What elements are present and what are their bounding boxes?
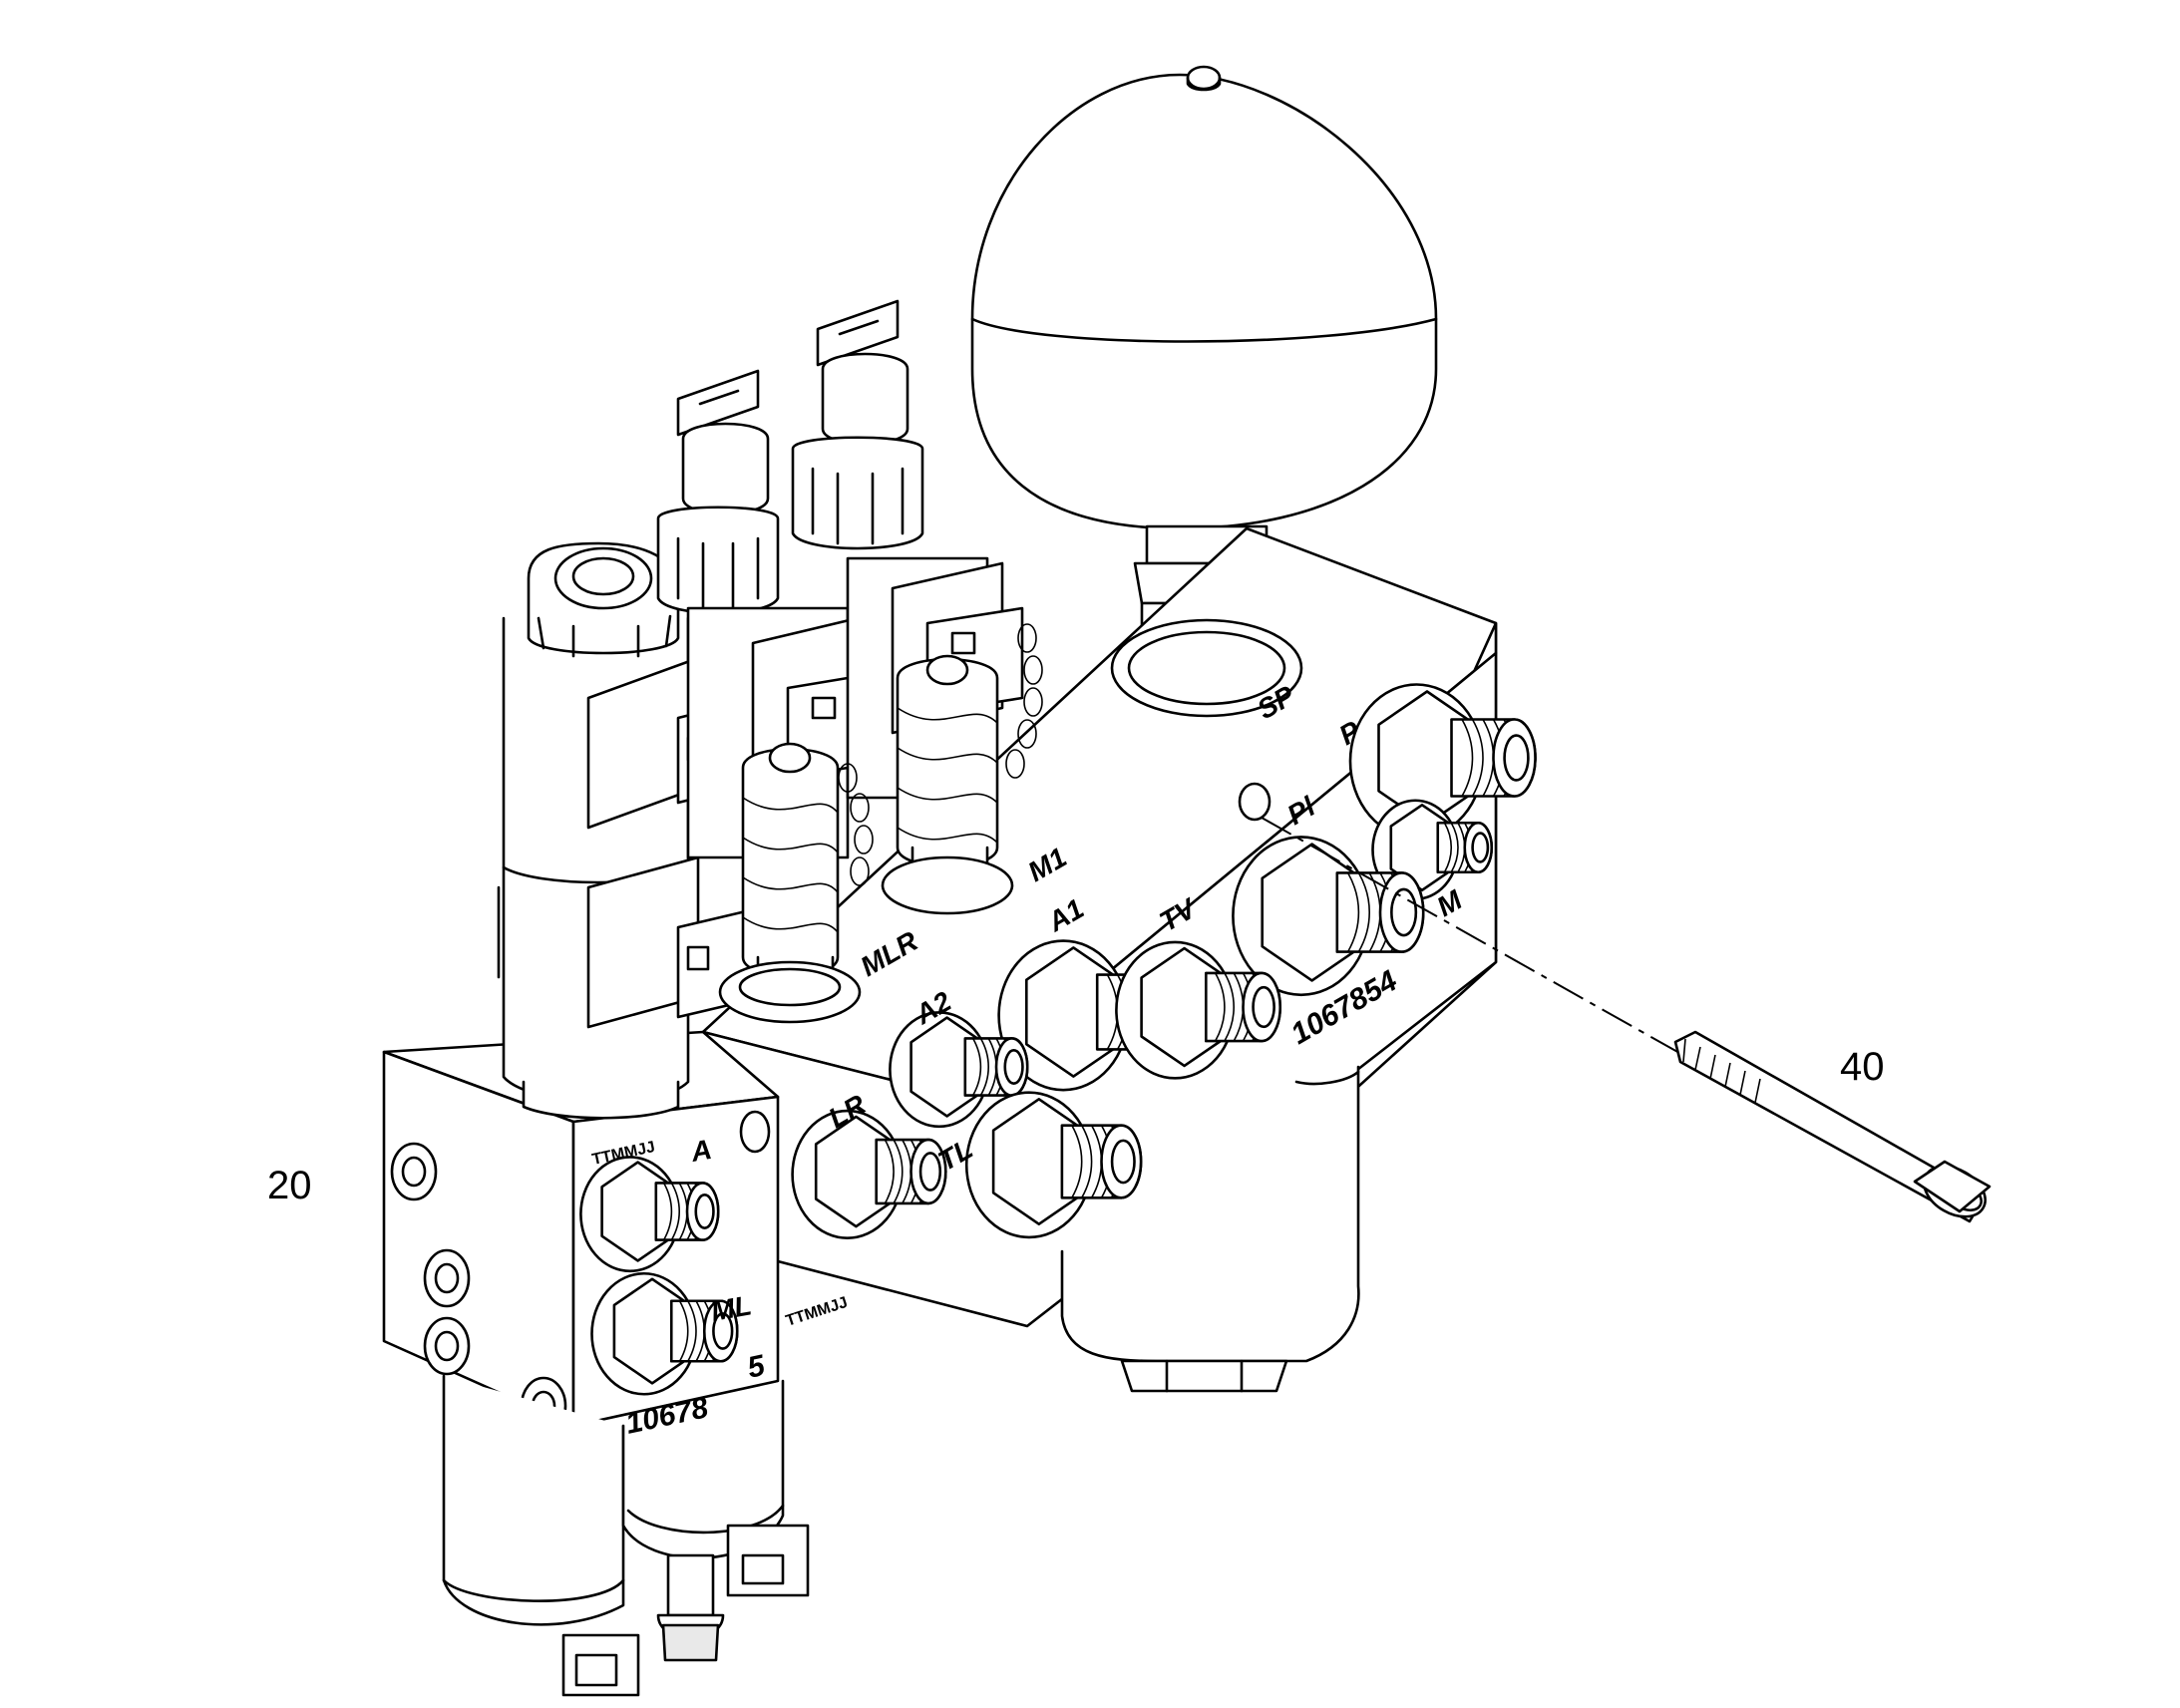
solenoid-valve-with-knob	[497, 541, 765, 1120]
port-label-ml: ML	[709, 1289, 754, 1327]
cable-plug-m1	[881, 654, 1014, 915]
cable-plug-mlr	[718, 742, 862, 1024]
callout-20: 20	[267, 1164, 312, 1207]
fitting-pl	[1232, 836, 1425, 997]
callout-40: 40	[1840, 1045, 1885, 1089]
date-stamp-main: TTMMJJ	[784, 1294, 850, 1330]
fitting-ml	[590, 1271, 739, 1396]
callouts: 20 40	[267, 1045, 1885, 1207]
fitting-tl	[964, 1091, 1143, 1239]
bottom-cylinder	[1060, 1065, 1360, 1393]
fitting-m	[1371, 799, 1494, 901]
bottom-solenoid-left	[442, 1374, 640, 1697]
fitting-a	[579, 1156, 720, 1273]
port-fittings	[579, 683, 1537, 1396]
bottom-solenoid-right	[621, 1379, 810, 1662]
cap-screw	[1261, 817, 1992, 1223]
fitting-tv	[1115, 940, 1282, 1080]
ball-chains	[838, 623, 1043, 886]
fitting-a2	[889, 1011, 1029, 1129]
fitting-p	[1348, 683, 1537, 840]
fitting-lr	[791, 1109, 947, 1239]
